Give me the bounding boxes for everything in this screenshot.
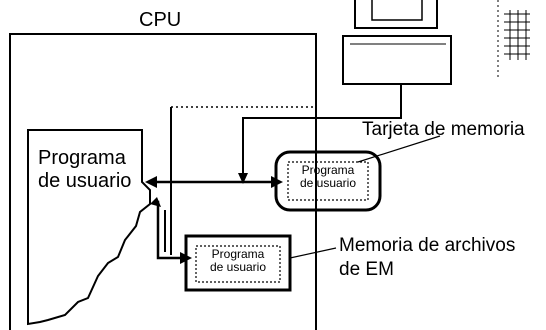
- user-program-block: [27, 129, 151, 326]
- memory-card-inner-line1: Programa: [301, 163, 355, 177]
- em-memory-label-line1: Memoria de archivos: [339, 235, 516, 256]
- em-arrow-left: [150, 197, 161, 207]
- memory-card-label: Tarjeta de memoria: [362, 119, 525, 140]
- em-transfer-line: [154, 200, 183, 260]
- memory-card-inner-line2: de usuario: [299, 176, 357, 191]
- em-memory-label-line2: de EM: [339, 259, 394, 280]
- cpu-box: [9, 33, 317, 330]
- user-program-label-line1: Programa: [38, 147, 126, 169]
- em-memory-leader: [289, 247, 337, 259]
- computer-icon: [342, 0, 452, 85]
- memory-card: [274, 150, 382, 212]
- em-memory-inner-line2: de usuario: [209, 260, 267, 275]
- computer-cable: [242, 84, 402, 182]
- card-arrow-left: [145, 176, 157, 188]
- user-program-label-line2: de usuario: [38, 170, 132, 192]
- grid-fragment-icon: [497, 0, 530, 78]
- memory-card-leader: [357, 135, 441, 163]
- memory-card-inner-label: Programa de usuario: [289, 163, 367, 191]
- em-memory-inner-line1: Programa: [211, 247, 265, 261]
- memory-card-inner: [287, 161, 369, 201]
- cpu-label: CPU: [139, 9, 182, 31]
- cable-arrowhead: [238, 173, 248, 184]
- em-memory-inner: [195, 245, 281, 283]
- em-memory-inner-label: Programa de usuario: [197, 247, 279, 275]
- em-memory-box: [184, 234, 292, 292]
